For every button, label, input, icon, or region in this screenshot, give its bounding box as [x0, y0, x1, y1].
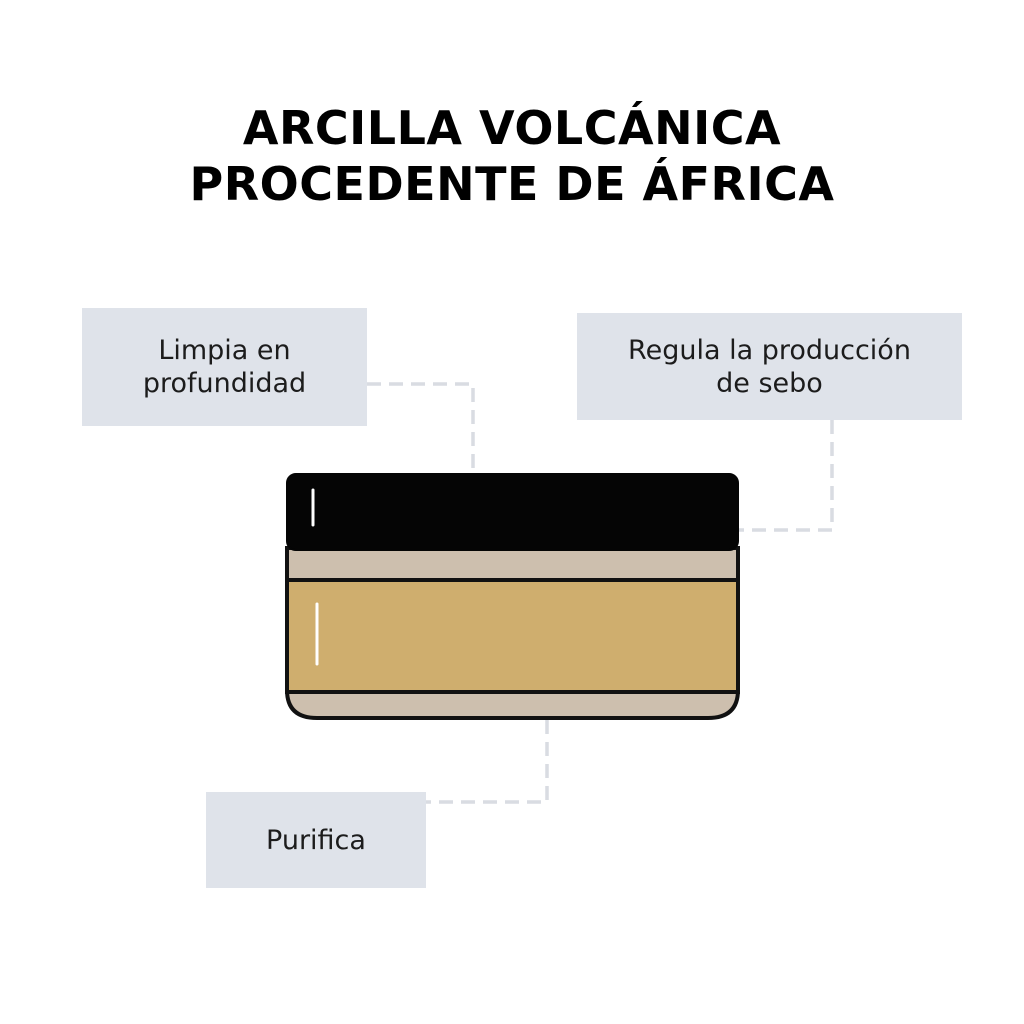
clay-jar-icon	[285, 473, 740, 720]
benefit-line: de sebo	[716, 367, 823, 399]
title-line-2: PROCEDENTE DE ÁFRICA	[189, 157, 835, 211]
jar-label-band	[285, 578, 740, 694]
connector-limpia	[367, 382, 475, 474]
connector-regula	[738, 420, 834, 532]
benefit-line: profundidad	[142, 368, 307, 399]
jar-lid	[286, 473, 739, 551]
benefit-line: Regula la producción	[628, 334, 911, 366]
benefit-box-regula: Regula la producción de sebo	[577, 313, 962, 420]
benefit-line: Limpia en	[158, 335, 291, 366]
benefit-box-purifica: Purifica	[206, 792, 426, 888]
benefit-line: Purifica	[266, 824, 366, 856]
page-title: ARCILLA VOLCÁNICA PROCEDENTE DE ÁFRICA	[0, 100, 1024, 212]
benefit-box-limpia: Limpia en profundidad	[82, 308, 367, 426]
connectors	[367, 382, 834, 804]
connector-purifica	[426, 720, 549, 804]
benefit-text: Regula la producción de sebo	[628, 334, 911, 400]
title-line-1: ARCILLA VOLCÁNICA	[242, 101, 782, 155]
benefit-text: Limpia en profundidad	[143, 334, 306, 400]
benefit-text: Purifica	[266, 824, 366, 857]
